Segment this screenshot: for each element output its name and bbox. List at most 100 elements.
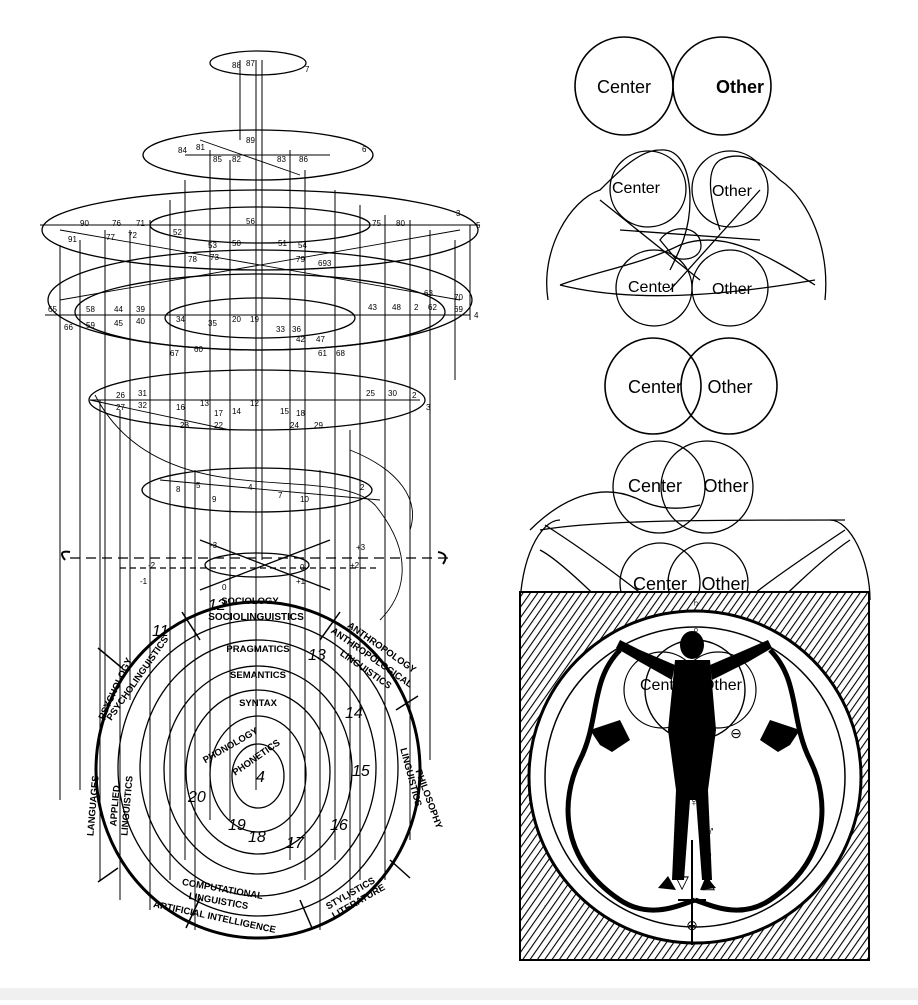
label-semantics: SEMANTICS [230, 670, 286, 681]
label-center-3: Center [628, 279, 677, 296]
svg-text:17: 17 [214, 409, 223, 418]
svg-text:71: 71 [136, 219, 145, 228]
svg-text:14: 14 [232, 407, 241, 416]
label-center-7: Center [640, 677, 689, 694]
circle-labels: Center Other Center Other Center Other C… [597, 77, 764, 694]
svg-text:66: 66 [64, 323, 73, 332]
svg-text:30: 30 [388, 389, 397, 398]
svg-text:91: 91 [68, 235, 77, 244]
svg-text:56: 56 [246, 217, 255, 226]
sword [678, 840, 706, 945]
label-center-1: Center [597, 77, 651, 97]
svg-text:53: 53 [208, 241, 217, 250]
svg-text:51: 51 [278, 239, 287, 248]
svg-text:3: 3 [426, 403, 431, 412]
svg-text:20: 20 [232, 315, 241, 324]
svg-text:18: 18 [296, 409, 305, 418]
helix-ellipses [41, 50, 479, 578]
svg-text:9: 9 [212, 495, 217, 504]
moon-icon: ☽ [700, 847, 713, 863]
label-other-6: Other [701, 574, 746, 594]
venus-icon: ♀ [691, 623, 702, 639]
svg-text:7: 7 [278, 491, 283, 500]
svg-text:62: 62 [428, 303, 437, 312]
svg-text:19: 19 [250, 315, 259, 324]
jupiter-icon: ♃ [675, 847, 686, 863]
svg-text:39: 39 [136, 305, 145, 314]
svg-text:25: 25 [366, 389, 375, 398]
label-center-4: Center [628, 377, 682, 397]
svg-text:79: 79 [296, 255, 305, 264]
linguistics-disk [94, 600, 422, 940]
label-center-6: Center [633, 574, 687, 594]
label-center-5: Center [628, 476, 682, 496]
label-applied: APPLIED [108, 785, 123, 827]
bottom-strip [0, 988, 918, 1000]
svg-text:84: 84 [178, 146, 187, 155]
mars-icon: ♂ [705, 823, 716, 839]
svg-text:85: 85 [213, 155, 222, 164]
svg-text:45: 45 [114, 319, 123, 328]
svg-text:54: 54 [298, 241, 307, 250]
svg-text:+1: +1 [296, 577, 306, 586]
birds [590, 720, 800, 752]
svg-text:59: 59 [86, 321, 95, 330]
circle-pair-1 [574, 36, 772, 136]
svg-text:15: 15 [352, 763, 370, 780]
label-other-4: Other [707, 377, 752, 397]
circle-pair-3 [604, 337, 778, 435]
svg-text:69: 69 [454, 305, 463, 314]
vertical-lines [59, 60, 471, 930]
label-sociology: SOCIOLOGY [221, 596, 279, 607]
svg-text:10: 10 [300, 495, 309, 504]
earth-icon: ⊕ [686, 917, 698, 933]
svg-text:24: 24 [290, 421, 299, 430]
svg-text:3: 3 [456, 209, 461, 218]
svg-text:16: 16 [176, 403, 185, 412]
label-pragmatics: PRAGMATICS [226, 644, 289, 655]
handwritten-numbers: 11 12 13 14 15 16 17 18 19 20 4 [152, 597, 370, 852]
svg-text:73: 73 [210, 253, 219, 262]
svg-text:77: 77 [106, 233, 115, 242]
svg-text:5: 5 [476, 221, 481, 230]
svg-text:72: 72 [128, 231, 137, 240]
mercury-icon: ☿ [689, 793, 700, 809]
svg-text:44: 44 [114, 305, 123, 314]
label-center-2: Center [612, 180, 661, 197]
svg-text:19: 19 [228, 817, 246, 834]
svg-text:52: 52 [173, 228, 182, 237]
svg-text:78: 78 [188, 255, 197, 264]
svg-text:36: 36 [292, 325, 301, 334]
svg-text:83: 83 [277, 155, 286, 164]
serpents [565, 648, 825, 913]
svg-text:75: 75 [372, 219, 381, 228]
svg-text:4: 4 [256, 769, 265, 786]
svg-text:90: 90 [80, 219, 89, 228]
svg-text:47: 47 [316, 335, 325, 344]
svg-text:80: 80 [396, 219, 405, 228]
svg-text:22: 22 [214, 421, 223, 430]
svg-text:81: 81 [196, 143, 205, 152]
human-figure [616, 631, 772, 890]
svg-text:-1: -1 [140, 577, 148, 586]
label-other-2: Other [712, 183, 753, 200]
water-triangle-icon: ▽ [675, 872, 689, 892]
svg-text:31: 31 [138, 389, 147, 398]
svg-text:2: 2 [360, 483, 365, 492]
svg-text:2: 2 [414, 303, 419, 312]
label-other-1: Other [716, 77, 764, 97]
svg-text:88: 88 [232, 61, 241, 70]
svg-text:82: 82 [232, 155, 241, 164]
svg-text:693: 693 [318, 259, 332, 268]
svg-text:87: 87 [246, 59, 255, 68]
svg-text:28: 28 [180, 421, 189, 430]
svg-text:42: 42 [296, 335, 305, 344]
svg-text:11: 11 [152, 623, 169, 640]
svg-text:32: 32 [138, 401, 147, 410]
svg-text:13: 13 [200, 399, 209, 408]
svg-text:14: 14 [345, 705, 363, 722]
svg-text:6: 6 [362, 145, 367, 154]
